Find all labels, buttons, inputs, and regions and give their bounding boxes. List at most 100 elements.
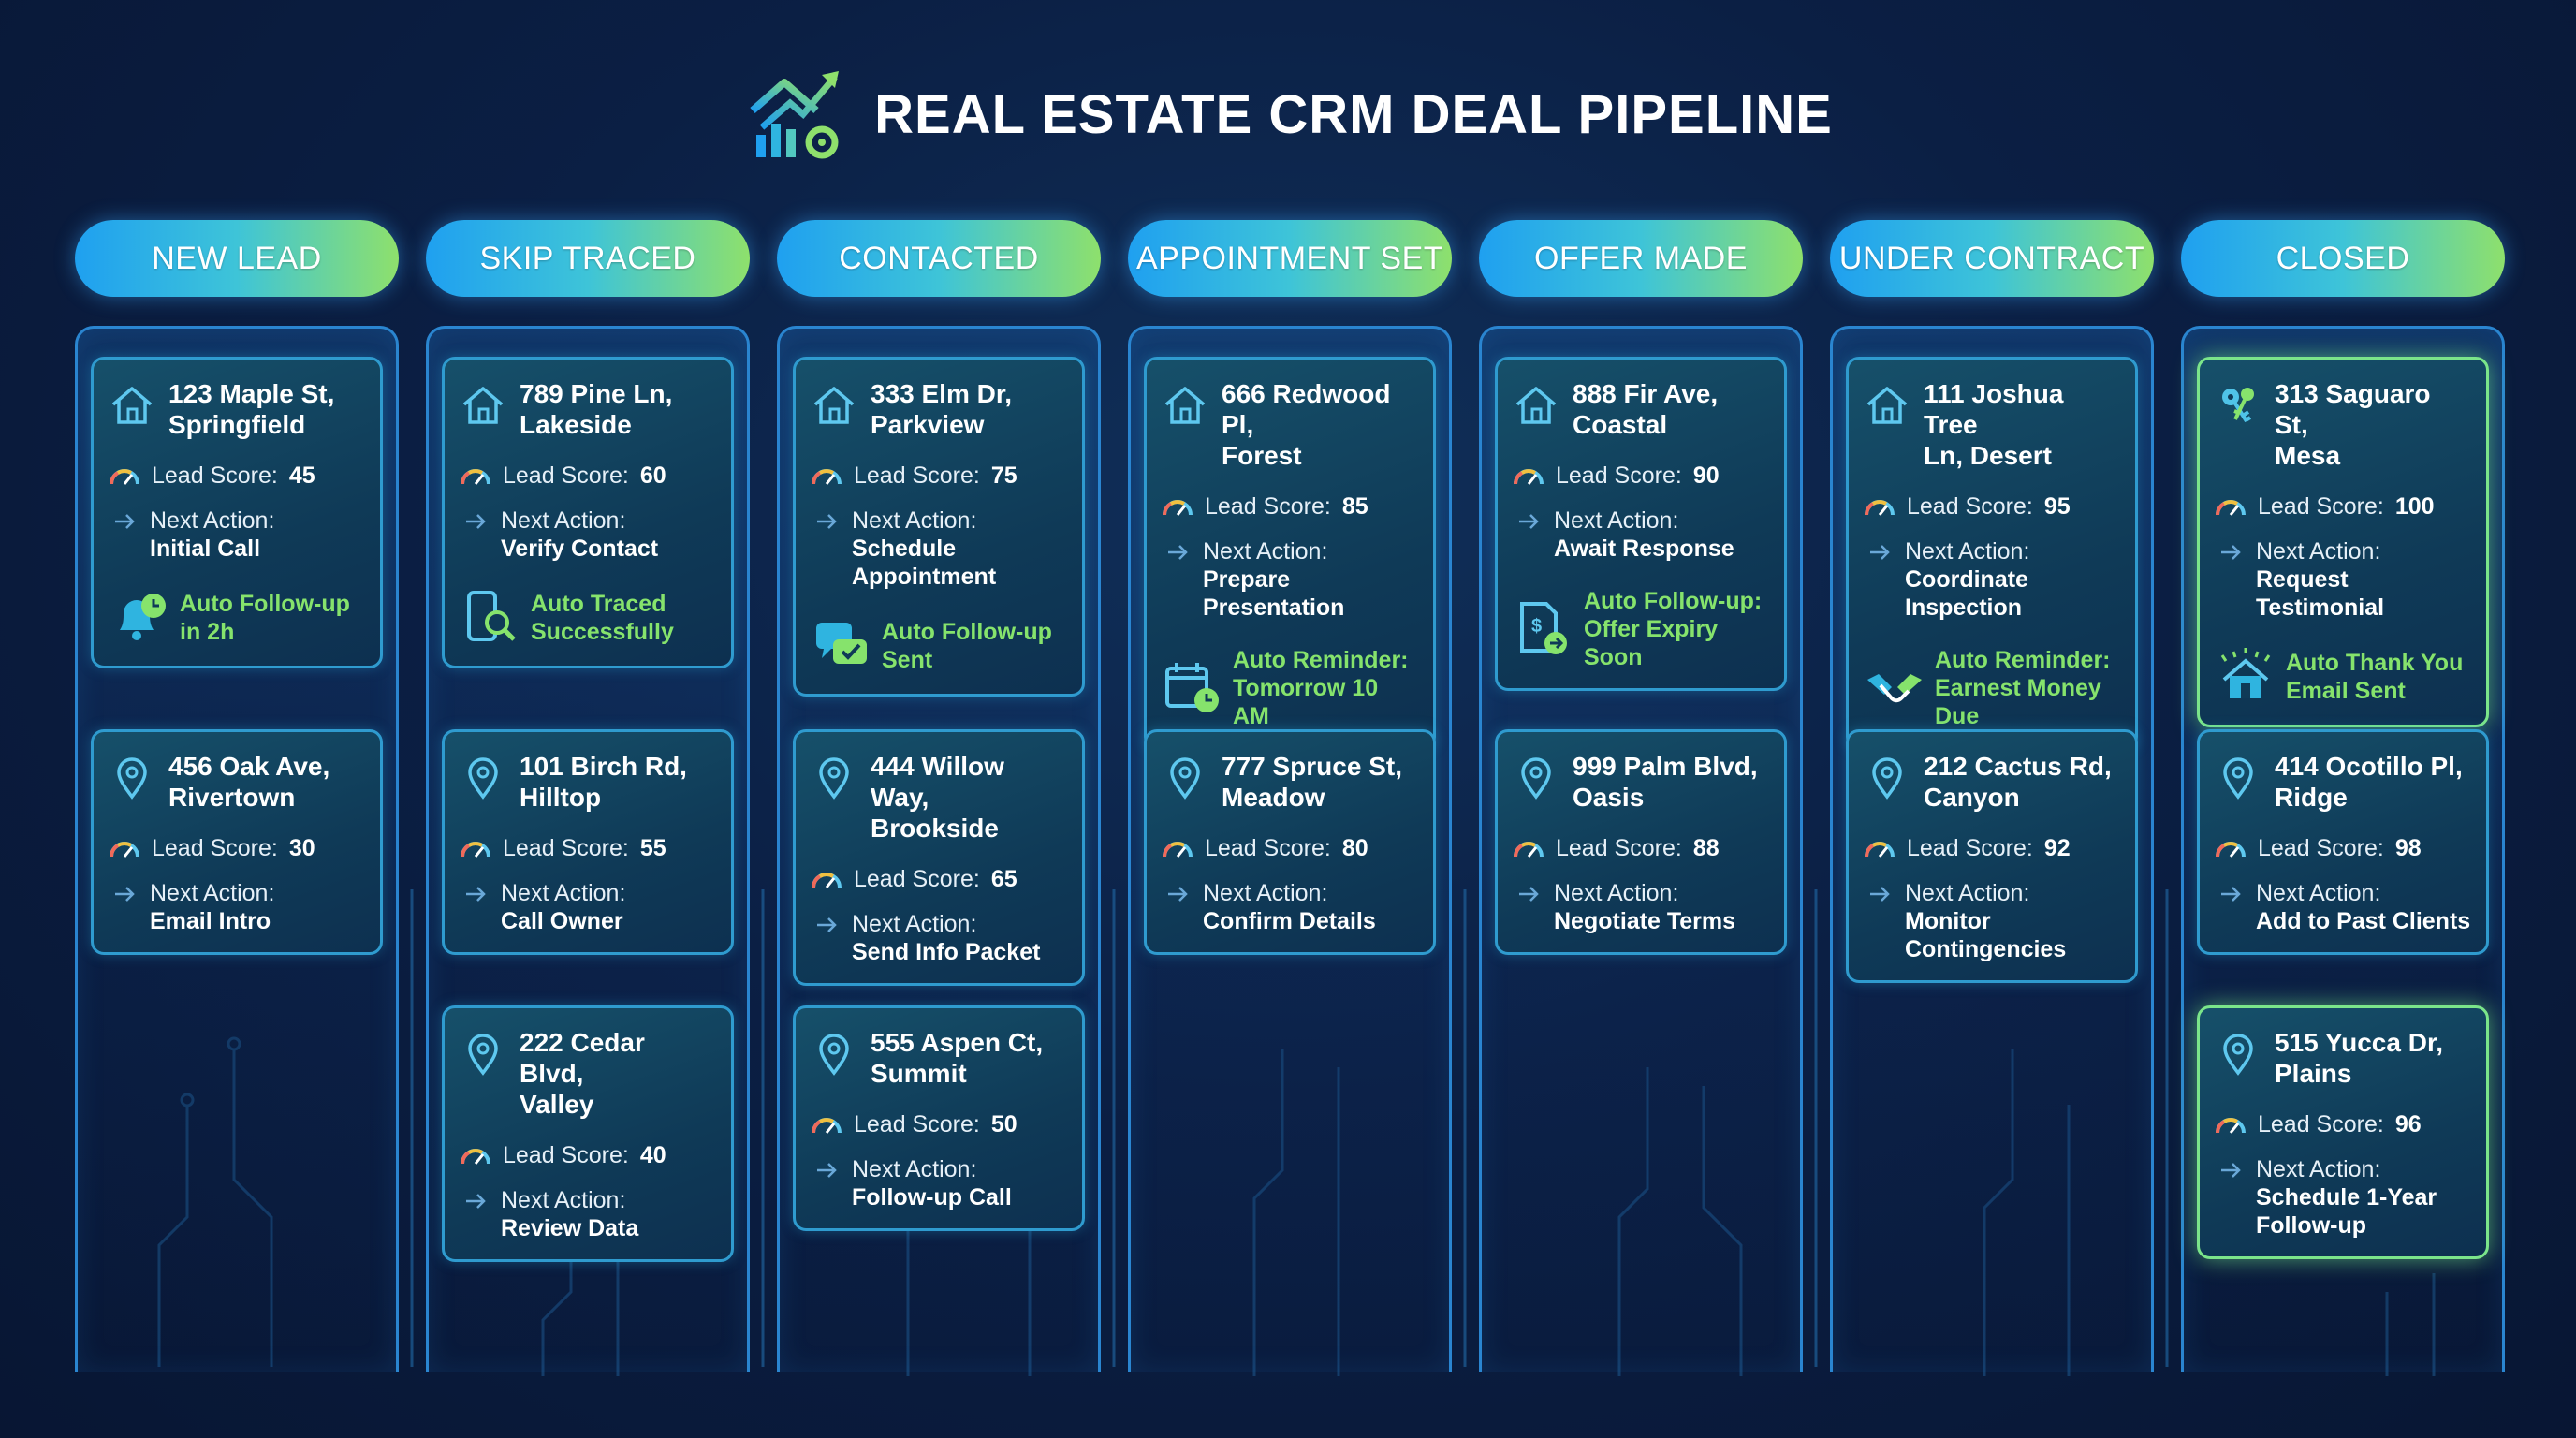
arrow-right-icon bbox=[2218, 1158, 2243, 1182]
home-icon bbox=[1864, 382, 1910, 429]
card-address: 789 Pine Ln,Lakeside bbox=[460, 378, 716, 440]
stage-header-skip-traced[interactable]: SKIP TRACED bbox=[426, 220, 750, 297]
gauge-icon bbox=[811, 870, 842, 890]
next-action-label: Next Action: bbox=[2256, 538, 2381, 565]
arrow-right-icon bbox=[112, 882, 137, 906]
next-action-label: Next Action: bbox=[1905, 880, 2030, 906]
lead-score: Lead Score:60 bbox=[460, 462, 716, 490]
map-pin-icon bbox=[460, 1031, 506, 1078]
arrow-right-icon bbox=[1867, 540, 1892, 565]
next-action-label: Next Action: bbox=[1905, 538, 2030, 565]
lead-score-value: 92 bbox=[2043, 835, 2071, 861]
stage-header-under-contract[interactable]: UNDER CONTRACT bbox=[1830, 220, 2154, 297]
next-action-label: Next Action: bbox=[1554, 507, 1679, 534]
lead-score-label: Lead Score: bbox=[2258, 493, 2384, 520]
arrow-right-icon bbox=[2218, 882, 2243, 906]
automation-status: Auto Reminder:Earnest Money Due bbox=[1864, 646, 2120, 730]
next-action: Next Action:Await Response bbox=[1513, 506, 1769, 563]
address-line: Plains bbox=[2275, 1059, 2352, 1088]
automation-text: Successfully bbox=[531, 619, 674, 645]
address-text: 123 Maple St,Springfield bbox=[168, 378, 334, 440]
gauge-icon bbox=[811, 1115, 842, 1136]
handshake-icon bbox=[1864, 657, 1925, 719]
card-address: 101 Birch Rd,Hilltop bbox=[460, 751, 716, 813]
address-text: 444 Willow Way,Brookside bbox=[871, 751, 1067, 844]
address-line: Ridge bbox=[2275, 783, 2348, 812]
next-action: Next Action:Email Intro bbox=[109, 879, 365, 935]
map-pin-icon bbox=[109, 755, 155, 801]
gauge-icon bbox=[1864, 497, 1895, 518]
lead-score-value: 30 bbox=[288, 835, 315, 861]
lead-score: Lead Score:88 bbox=[1513, 835, 1769, 862]
address-line: 789 Pine Ln, bbox=[520, 379, 673, 408]
address-line: 555 Aspen Ct, bbox=[871, 1028, 1044, 1057]
address-text: 101 Birch Rd,Hilltop bbox=[520, 751, 687, 813]
lead-score: Lead Score:55 bbox=[460, 835, 716, 862]
stage-label: CLOSED bbox=[2276, 240, 2410, 276]
arrow-right-icon bbox=[1165, 882, 1190, 906]
next-action-label: Next Action: bbox=[1203, 538, 1328, 565]
address-line: 111 Joshua Tree bbox=[1924, 379, 2064, 439]
gauge-icon bbox=[460, 466, 491, 487]
lead-score-value: 45 bbox=[288, 462, 315, 489]
gauge-icon bbox=[2215, 1115, 2247, 1136]
stage-header-appointment-set[interactable]: APPOINTMENT SET bbox=[1128, 220, 1452, 297]
lead-score-value: 75 bbox=[990, 462, 1017, 489]
automation-text: Auto Reminder: bbox=[1233, 647, 1409, 673]
stage-header-closed[interactable]: CLOSED bbox=[2181, 220, 2505, 297]
gauge-icon bbox=[811, 466, 842, 487]
next-action-value: Follow-up Call bbox=[852, 1184, 1012, 1211]
home-icon bbox=[811, 382, 857, 429]
page-header: REAL ESTATE CRM DEAL PIPELINE bbox=[0, 58, 2576, 170]
automation-text: Tomorrow 10 AM bbox=[1233, 675, 1379, 729]
stage-label: NEW LEAD bbox=[152, 240, 322, 276]
address-text: 555 Aspen Ct,Summit bbox=[871, 1027, 1043, 1089]
arrow-right-icon bbox=[112, 509, 137, 534]
lead-score: Lead Score:90 bbox=[1513, 462, 1769, 490]
address-line: 888 Fir Ave, bbox=[1573, 379, 1719, 408]
address-text: 212 Cactus Rd,Canyon bbox=[1924, 751, 2112, 813]
address-text: 777 Spruce St,Meadow bbox=[1222, 751, 1402, 813]
next-action-value: Call Owner bbox=[501, 908, 623, 934]
lead-score-label: Lead Score: bbox=[1907, 835, 2033, 861]
stage-header-contacted[interactable]: CONTACTED bbox=[777, 220, 1101, 297]
phone-search-icon bbox=[460, 587, 521, 649]
automation-status: Auto Reminder:Tomorrow 10 AM bbox=[1162, 646, 1418, 730]
next-action-label: Next Action: bbox=[1203, 880, 1328, 906]
address-line: Springfield bbox=[168, 410, 306, 439]
arrow-right-icon bbox=[2218, 540, 2243, 565]
gauge-icon bbox=[460, 1146, 491, 1167]
address-text: 666 Redwood Pl,Forest bbox=[1222, 378, 1418, 471]
address-line: 999 Palm Blvd, bbox=[1573, 752, 1758, 781]
stage-header-offer-made[interactable]: OFFER MADE bbox=[1479, 220, 1803, 297]
lead-score: Lead Score: 92 bbox=[1864, 835, 2120, 862]
lead-score: Lead Score:65 bbox=[811, 866, 1067, 893]
next-action-value: Monitor bbox=[1905, 908, 1991, 934]
stage-header-new-lead[interactable]: NEW LEAD bbox=[75, 220, 399, 297]
